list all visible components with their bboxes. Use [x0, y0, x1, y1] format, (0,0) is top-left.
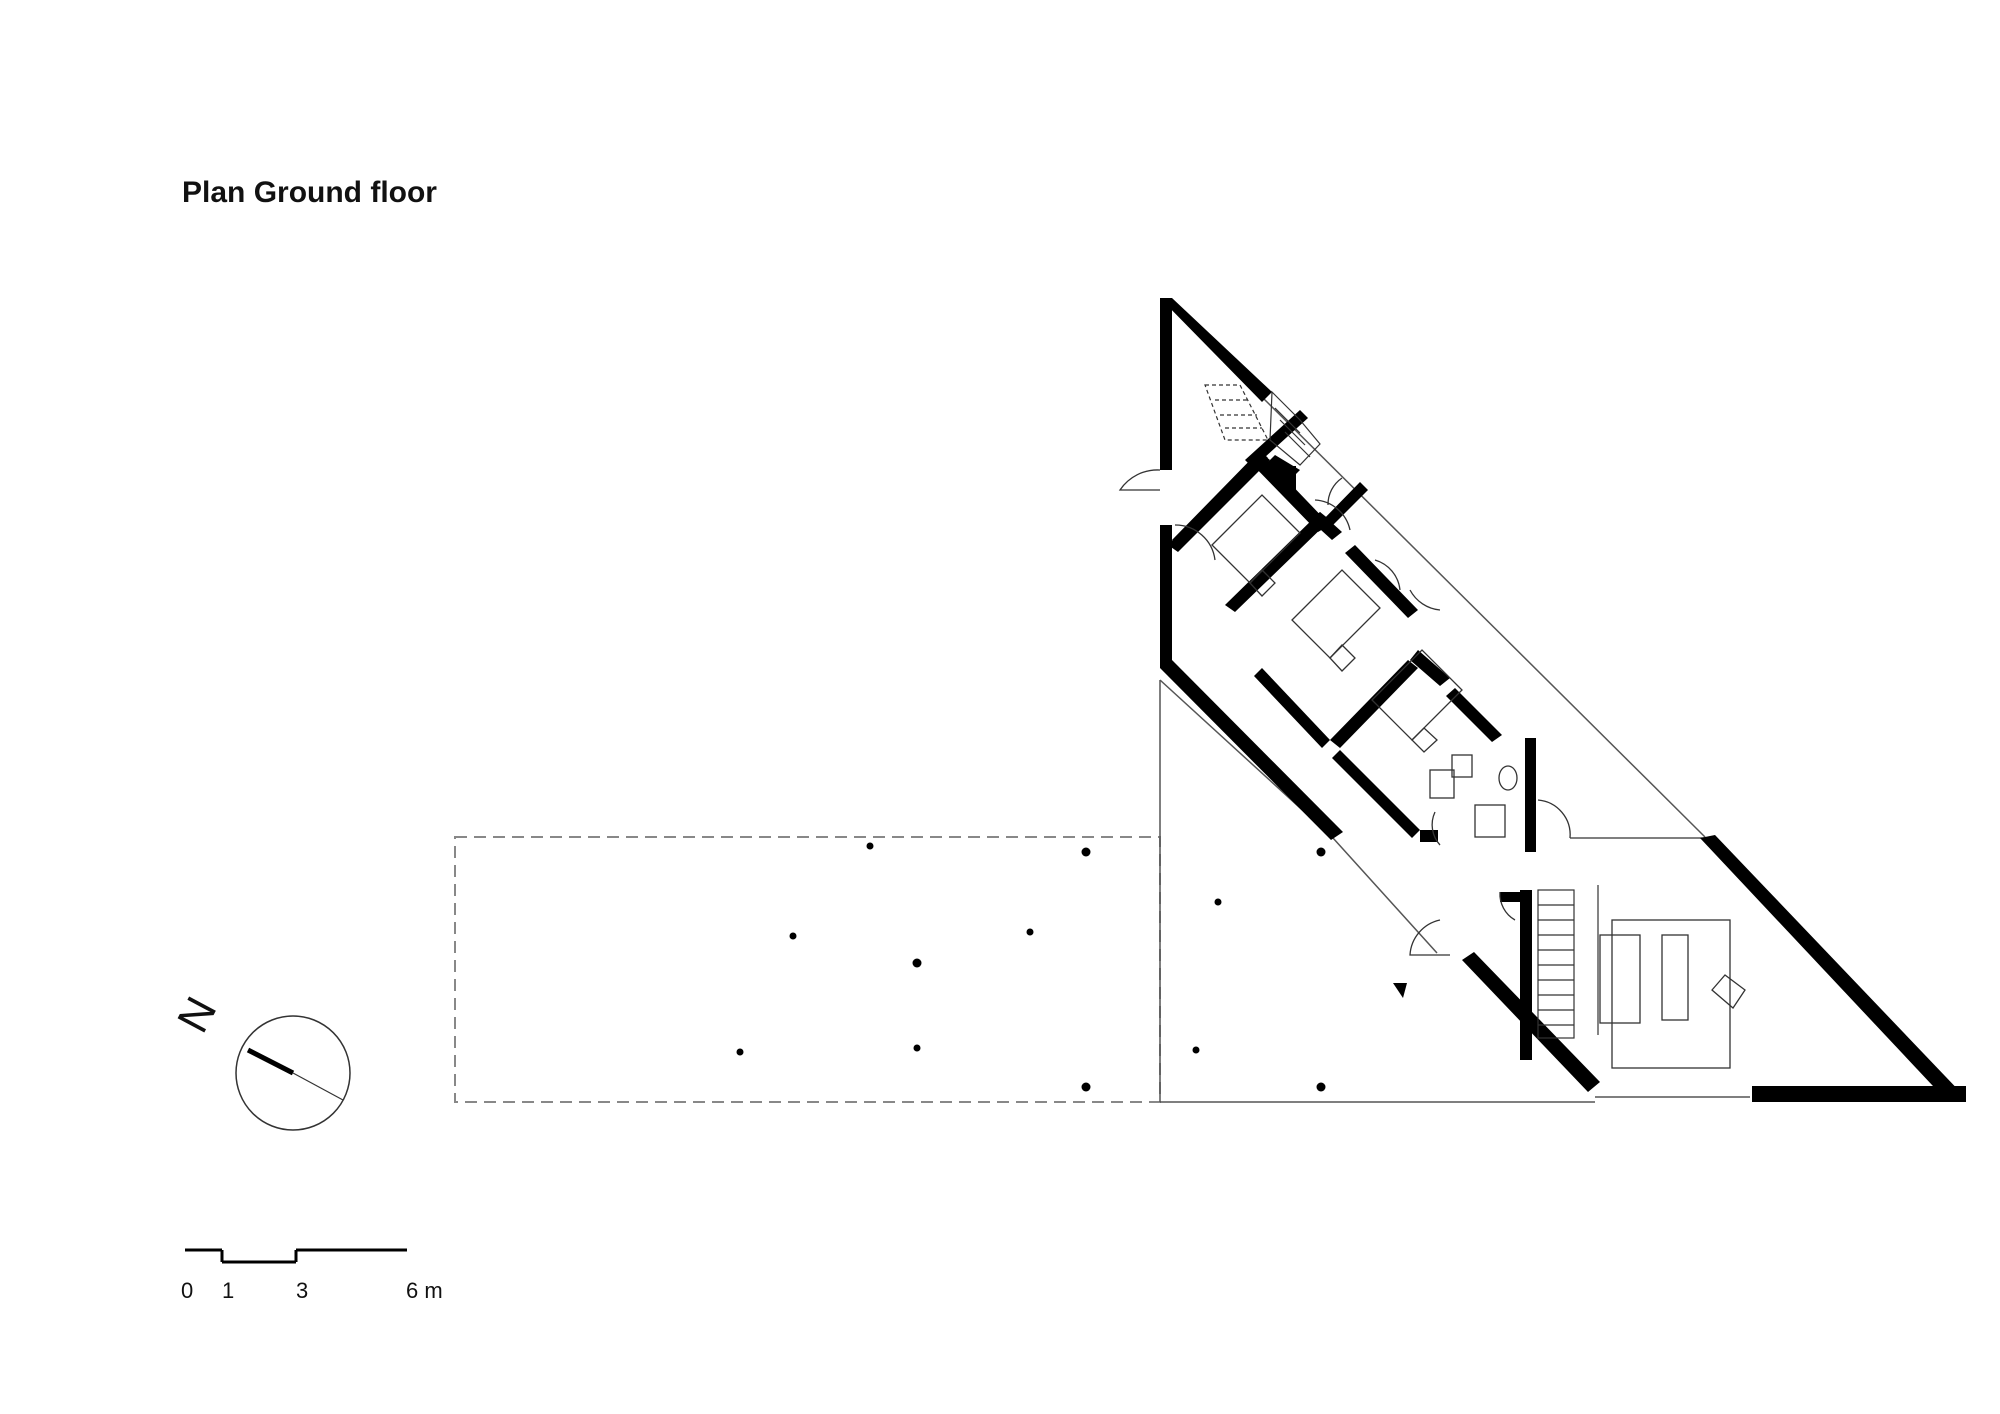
- scale-label-3: 3: [296, 1278, 308, 1303]
- staircase-south: [1537, 885, 1599, 1039]
- plan-title: Plan Ground floor: [182, 176, 437, 209]
- rug: [1611, 919, 1731, 1069]
- site-lines: [1159, 394, 1750, 1103]
- bathroom-fixtures: [1429, 754, 1518, 838]
- armchair: [1711, 974, 1746, 1009]
- scale-bar: [185, 1248, 407, 1264]
- sofa: [1599, 934, 1641, 1024]
- living-furniture: [1599, 919, 1746, 1069]
- column-dots: [736, 842, 1326, 1092]
- beds: [1211, 494, 1463, 753]
- exterior-walls: [1160, 298, 1966, 1102]
- scale-label-0: 0: [181, 1278, 193, 1303]
- bed-1: [1211, 494, 1301, 584]
- bed-2: [1291, 569, 1381, 659]
- north-arrow: N: [168, 989, 351, 1131]
- bed-3: [1371, 649, 1463, 741]
- interior-walls: [1168, 410, 1536, 852]
- entrance-marker: [1393, 983, 1407, 998]
- scale-label-6m: 6 m: [406, 1278, 443, 1303]
- coffee-table: [1661, 934, 1689, 1021]
- scale-label-1: 1: [222, 1278, 234, 1303]
- north-label: N: [168, 989, 226, 1040]
- terrace-dashed-outline: [454, 836, 1161, 1103]
- door-swings: [1118, 469, 1571, 956]
- staircase-north: [1204, 384, 1321, 466]
